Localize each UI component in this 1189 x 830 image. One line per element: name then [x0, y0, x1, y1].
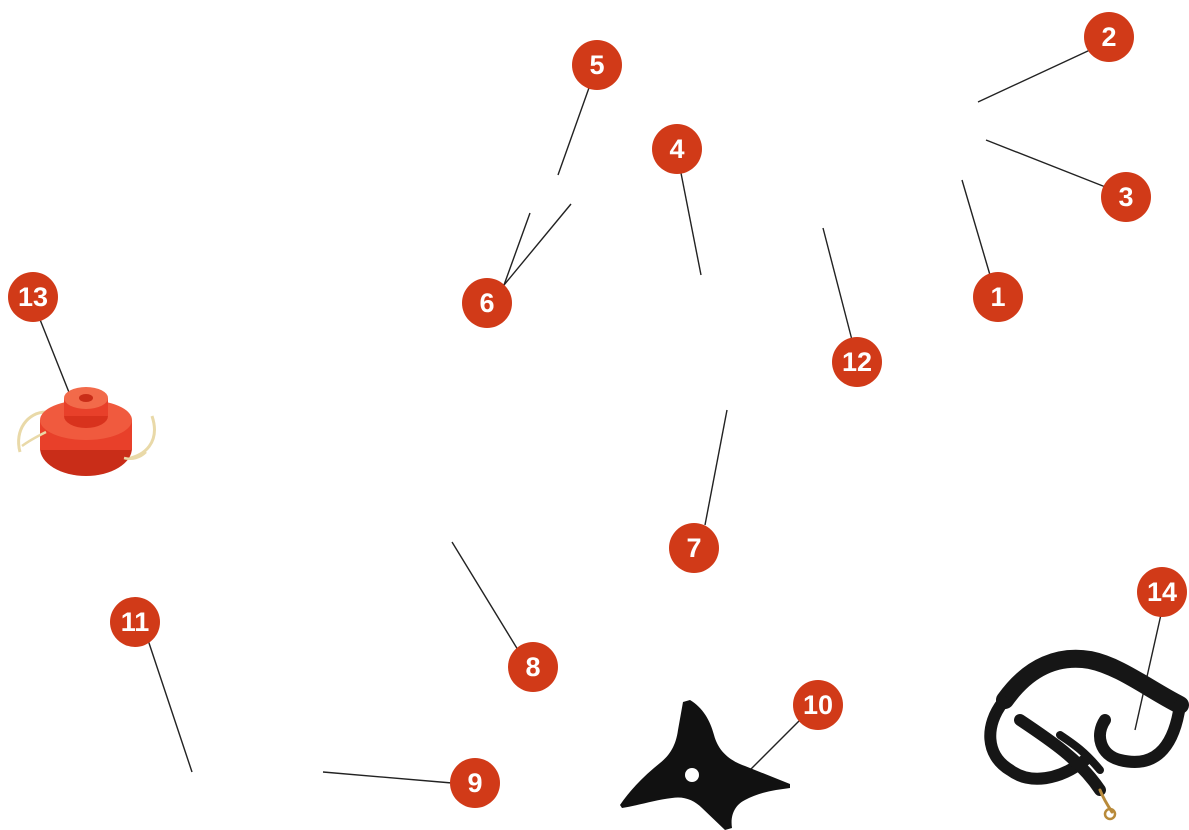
callout-badge-6: 6	[462, 278, 512, 328]
leader-line-5	[558, 85, 590, 175]
callout-badge-7: 7	[669, 523, 719, 573]
leader-line-14	[1135, 610, 1162, 730]
callout-badge-4: 4	[652, 124, 702, 174]
leader-line-6b	[504, 204, 571, 285]
leader-line-12	[823, 228, 852, 340]
callout-badge-3: 3	[1101, 172, 1151, 222]
callout-badge-5: 5	[572, 40, 622, 90]
leader-line-4	[680, 168, 701, 275]
leader-line-2	[978, 50, 1090, 102]
trimmer-head-spool-icon	[19, 387, 155, 476]
leader-line-11	[148, 640, 192, 772]
callout-badge-12: 12	[832, 337, 882, 387]
callout-badge-11: 11	[110, 597, 160, 647]
callout-badge-1: 1	[973, 272, 1023, 322]
leader-line-8	[452, 542, 518, 650]
callout-badge-13: 13	[8, 272, 58, 322]
leader-line-1	[962, 180, 990, 275]
leader-lines	[37, 50, 1162, 800]
three-tooth-blade-icon	[620, 700, 790, 830]
callout-badge-14: 14	[1137, 567, 1187, 617]
callout-badge-9: 9	[450, 758, 500, 808]
callout-badge-10: 10	[793, 680, 843, 730]
leader-line-9	[323, 772, 452, 783]
leader-line-3	[986, 140, 1108, 188]
leader-line-6a	[504, 213, 530, 285]
callout-badge-2: 2	[1084, 12, 1134, 62]
callout-badge-8: 8	[508, 642, 558, 692]
shoulder-harness-strap-icon	[990, 659, 1180, 819]
leader-line-7	[705, 410, 727, 525]
